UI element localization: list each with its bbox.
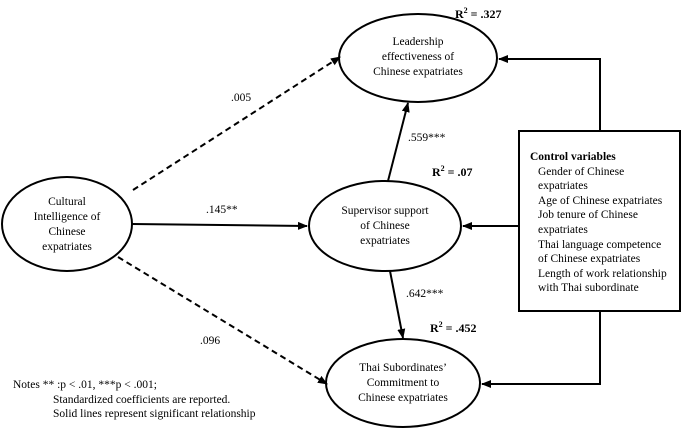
control-item: expatriates	[538, 223, 588, 236]
r2-supervisor: R2 = .07	[432, 164, 473, 179]
control-item: of Chinese expatriates	[538, 253, 641, 266]
label-thai-commitment: Thai Subordinates’ Commitment to Chinese…	[358, 362, 448, 404]
r2-leadership: R2 = .327	[455, 6, 502, 21]
notes-line-solid-lines: Solid lines represent significant relati…	[53, 408, 256, 420]
node-supervisor-support	[308, 180, 462, 272]
coef-supervisor-to-commitment: .642***	[406, 288, 444, 300]
control-item: expatriates	[538, 180, 588, 193]
r2-commitment: R2 = .452	[430, 320, 477, 335]
control-item: Thai language competence	[538, 238, 662, 251]
control-item: Job tenure of Chinese	[538, 209, 638, 222]
notes-line-standardized: Standardized coefficients are reported.	[53, 393, 231, 406]
control-variables-box: Control variables Gender of Chinese expa…	[518, 130, 681, 312]
path-controls-to-commitment	[481, 312, 601, 388]
control-item: with Thai subordinate	[538, 282, 639, 295]
control-item: Gender of Chinese	[538, 165, 625, 178]
label-leadership-effectiveness: Leadership effectiveness of Chinese expa…	[373, 36, 463, 78]
coef-ci-to-leadership: .005	[231, 92, 252, 104]
label-cultural-intelligence: Cultural Intelligence of Chinese expatri…	[33, 196, 101, 253]
path-ci-to-leadership	[132, 56, 341, 191]
coef-ci-to-supervisor: .145**	[206, 204, 238, 216]
control-item: Age of Chinese expatriates	[538, 194, 663, 207]
coef-ci-to-commitment: .096	[200, 335, 221, 347]
control-variables-title: Control variables	[530, 151, 616, 163]
path-supervisor-to-leadership	[387, 102, 410, 182]
diagram-notes: Notes ** :p < .01, ***p < .001; Standard…	[13, 378, 256, 422]
coef-supervisor-to-leadership: .559***	[408, 132, 446, 144]
path-ci-to-supervisor	[131, 221, 308, 230]
path-controls-to-leadership	[498, 55, 601, 130]
notes-line-significance: Notes ** :p < .01, ***p < .001;	[13, 379, 157, 391]
path-supervisor-to-commitment	[389, 270, 406, 339]
path-ci-to-commitment	[117, 256, 328, 385]
label-supervisor-support: Supervisor support of Chinese expatriate…	[341, 205, 429, 247]
control-item: Length of work relationship	[538, 267, 667, 280]
